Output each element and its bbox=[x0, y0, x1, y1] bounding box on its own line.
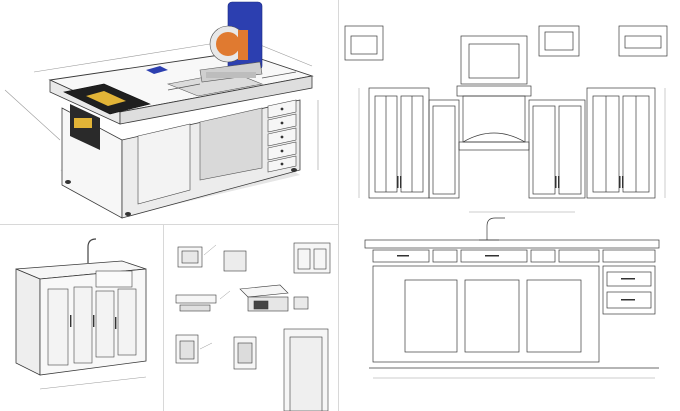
details-drawing bbox=[175, 242, 331, 411]
faucet-icon bbox=[479, 217, 505, 241]
detail-leader-lines bbox=[199, 244, 231, 350]
elevation-drawing bbox=[344, 25, 668, 379]
base-cabinets bbox=[372, 265, 656, 363]
fence-rails bbox=[167, 71, 297, 91]
range-hood-icon bbox=[456, 35, 532, 151]
apron-sink bbox=[95, 270, 133, 288]
detail-shelf-5 bbox=[239, 284, 289, 312]
detail-panel-2 bbox=[223, 250, 247, 272]
work-top-edge-front bbox=[119, 75, 313, 125]
cabinet-details-panel bbox=[164, 225, 338, 411]
elevation-dimension-lines bbox=[358, 88, 666, 379]
upper-cabinet-center-right bbox=[528, 99, 586, 199]
workbench-3d-panel bbox=[0, 0, 338, 224]
detail-bracket-1 bbox=[177, 246, 203, 268]
upper-cabinet-center-left bbox=[428, 99, 460, 199]
island-doors bbox=[47, 286, 137, 366]
upper-cabinet-right bbox=[586, 87, 656, 199]
router-table-icon bbox=[63, 83, 151, 150]
miter-saw-icon bbox=[199, 1, 263, 83]
detail-box-1 bbox=[344, 25, 384, 61]
sink-island-panel bbox=[0, 225, 163, 411]
panel-divider-vertical-lower bbox=[163, 224, 164, 411]
cabinet-handles bbox=[397, 176, 635, 301]
faucet-icon bbox=[87, 238, 97, 263]
workbench-drawing bbox=[4, 1, 319, 219]
detail-rail-4 bbox=[175, 294, 217, 312]
panel-divider-horizontal bbox=[0, 224, 338, 225]
drawer-knobs bbox=[280, 107, 284, 166]
detail-box-8 bbox=[233, 336, 257, 370]
cabinet-door bbox=[137, 123, 191, 205]
casters bbox=[65, 168, 297, 216]
island-side bbox=[15, 268, 41, 376]
base-drawer-row bbox=[372, 249, 656, 263]
detail-tall-cabinet-9 bbox=[283, 328, 329, 411]
upper-cabinet-left bbox=[368, 87, 430, 199]
blue-insert-plate bbox=[146, 66, 168, 74]
sink-island-drawing bbox=[15, 238, 147, 390]
island-dimension-line bbox=[39, 376, 147, 390]
detail-block-6 bbox=[293, 296, 309, 310]
countertop bbox=[364, 239, 660, 249]
island-handles bbox=[70, 315, 117, 329]
detail-box-2 bbox=[538, 25, 580, 57]
detail-cabinet-3 bbox=[293, 242, 331, 274]
open-bay bbox=[199, 107, 263, 181]
detail-box-3 bbox=[618, 25, 668, 57]
panel-divider-vertical bbox=[338, 0, 339, 411]
kitchen-elevations-panel bbox=[339, 0, 680, 411]
detail-drawer-box-7 bbox=[175, 334, 199, 364]
